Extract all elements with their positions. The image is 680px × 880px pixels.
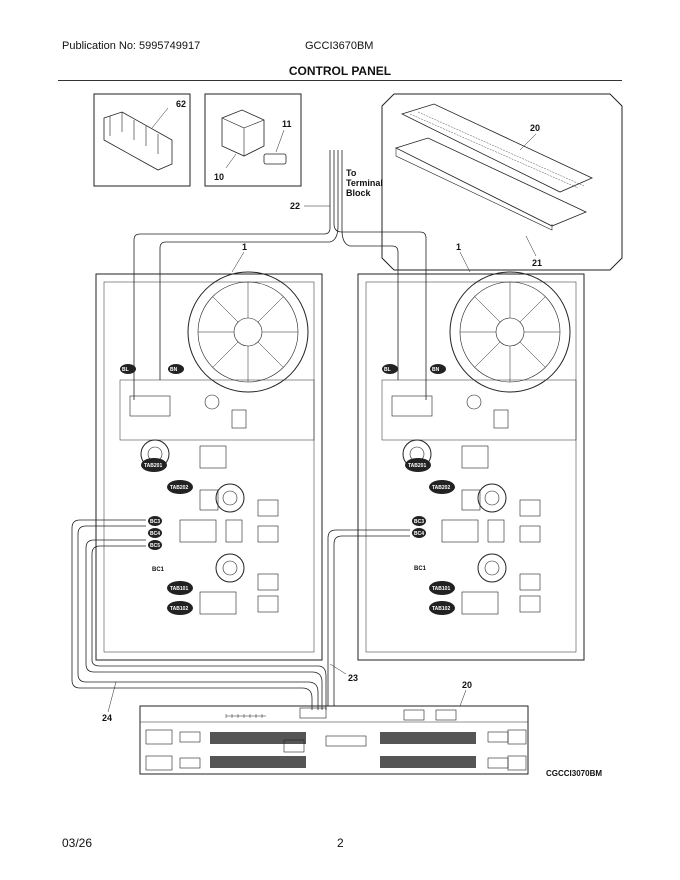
tag-bc5-left: BC5 [150,543,160,549]
inset-part-62 [93,93,191,187]
callout-1-right: 1 [456,242,461,252]
tag-tab202-left: TAB202 [170,485,188,491]
terminal-wire-22 [133,150,427,400]
tag-bc1-right: BC1 [414,566,427,572]
tag-tab102-right: TAB102 [432,606,450,612]
terminal-label-line1: To [346,168,357,178]
callout-10: 10 [214,172,224,182]
diagram-code: CGCCI3070BM [546,769,602,778]
callout-20-ui: 20 [462,680,472,690]
callout-20: 20 [530,123,540,133]
tag-bc4-right: BC4 [414,531,424,537]
footer-page-number: 2 [337,836,344,850]
callout-22: 22 [290,201,300,211]
callout-62: 62 [176,99,186,109]
tag-bc3-left: BC3 [150,519,160,525]
tag-tab102-left: TAB102 [170,606,188,612]
inset-parts-20-21 [381,93,623,271]
tag-tab201-left: TAB201 [144,463,162,469]
callout-24: 24 [102,713,112,723]
tag-tab101-right: TAB101 [432,586,450,592]
publication-number: Publication No: 5995749917 [62,40,201,52]
tag-bl-left: BL [122,367,129,373]
tag-bl-right: BL [384,367,391,373]
harness-wires-23-24 [71,519,410,713]
terminal-label-line3: Block [346,188,372,198]
page-title: CONTROL PANEL [288,64,392,78]
inset-parts-10-11 [204,93,302,187]
callout-23: 23 [348,673,358,683]
tag-bc1-left: BC1 [152,567,165,573]
terminal-label-line2: Terminal [346,178,383,188]
tag-tab201-right: TAB201 [408,463,426,469]
callout-21: 21 [532,258,542,268]
ui-board [139,689,529,775]
generator-board-right [357,271,585,661]
callout-1-left: 1 [242,242,247,252]
tag-tab101-left: TAB101 [170,586,188,592]
model-number: GCCI3670BM [305,40,374,52]
callout-11: 11 [282,119,292,129]
generator-board-left [95,271,323,661]
connector-tags-left [120,364,193,615]
tag-bc4-left: BC4 [150,531,160,537]
tag-tab202-right: TAB202 [432,485,450,491]
tag-bc3-right: BC3 [414,519,424,525]
footer-date: 03/26 [62,836,93,850]
tag-bn-left: BN [170,367,178,373]
connector-tags-right [382,364,455,615]
tag-bn-right: BN [432,367,440,373]
header-divider [58,80,622,81]
